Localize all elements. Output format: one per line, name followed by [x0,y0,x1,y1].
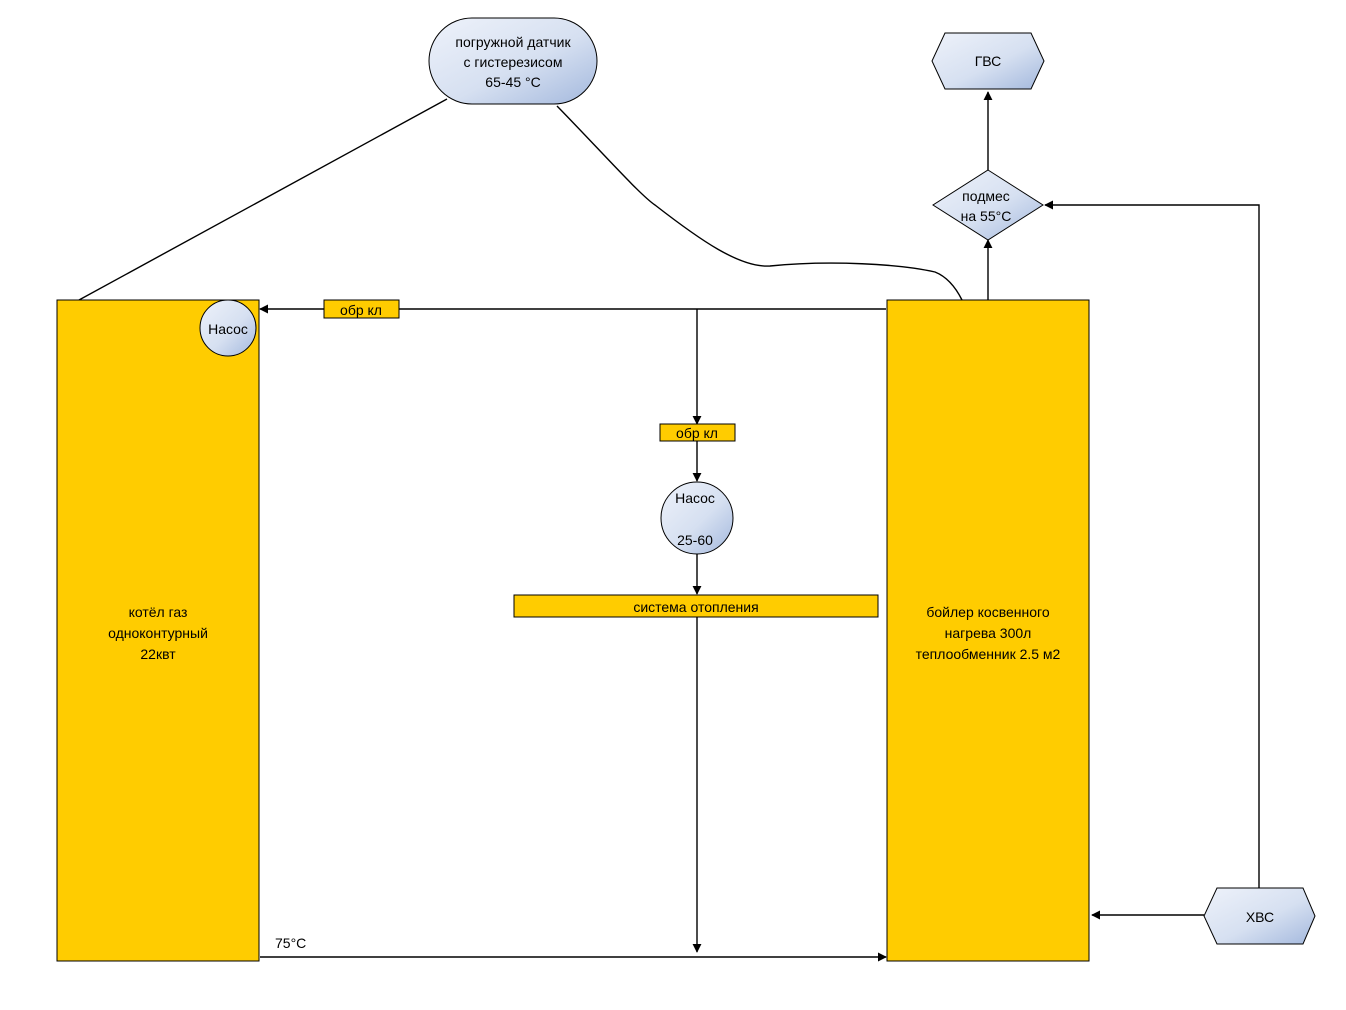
indirect-boiler-line-3: теплообменник 2.5 м2 [916,646,1061,662]
gas-boiler-line-2: одноконтурный [108,625,208,641]
mixer-node: подмес на 55°С [932,169,1044,241]
hvs-label: ХВС [1246,909,1274,925]
heating-pump: Насос 25-60 [660,481,734,555]
mixer-line-2: на 55°С [961,208,1012,224]
sensor-link-boiler [78,98,448,301]
gvs-node: ГВС [931,32,1045,90]
heating-system: система отопления [513,594,879,618]
sensor-line-1: погружной датчик [455,34,571,50]
supply-temp-label: 75°С [275,935,306,951]
check-valve-top: обр кл [323,299,400,319]
hvs-node: ХВС [1203,887,1316,945]
check-valve-top-label: обр кл [340,302,382,318]
boiler-pump-label: Насос [208,321,248,337]
hvs-to-mixer [1044,200,1260,888]
connectors [78,91,1260,962]
indirect-boiler: бойлер косвенного нагрева 300л теплообме… [886,299,1090,962]
heating-pump-line-1: Насос [675,490,715,506]
sensor-link-indirect [556,105,963,301]
gas-boiler: котёл газ одноконтурный 22квт [56,299,260,962]
gas-boiler-line-3: 22квт [140,646,176,662]
immersion-sensor: погружной датчик с гистерезисом 65-45 °C [428,17,598,105]
sensor-line-2: с гистерезисом [464,54,563,70]
check-valve-mid-label: обр кл [676,425,718,441]
check-valve-mid: обр кл [659,423,736,442]
gvs-label: ГВС [975,53,1002,69]
indirect-boiler-line-1: бойлер косвенного [926,604,1049,620]
sensor-line-3: 65-45 °C [485,74,540,90]
indirect-boiler-line-2: нагрева 300л [945,625,1032,641]
gas-boiler-line-1: котёл газ [129,604,188,620]
heating-pump-line-2: 25-60 [677,532,713,548]
heating-system-label: система отопления [633,599,758,615]
boiler-pump: Насос [199,299,257,357]
mixer-line-1: подмес [962,188,1010,204]
